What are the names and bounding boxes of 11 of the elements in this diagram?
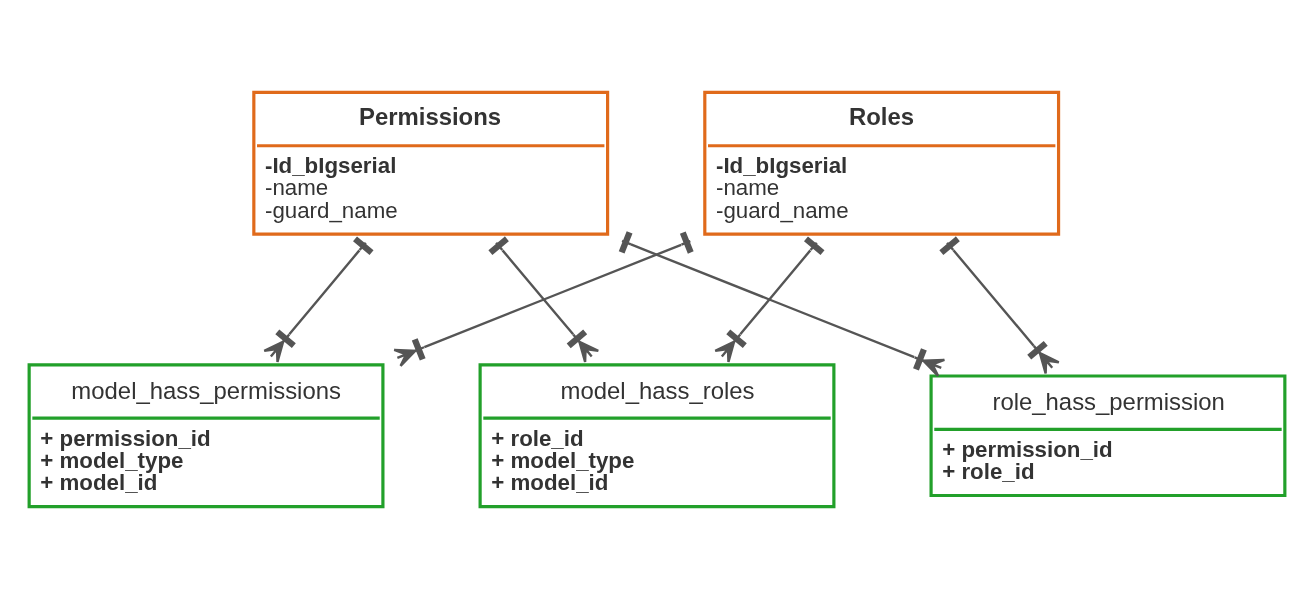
connector: [618, 230, 946, 377]
connector: [939, 235, 1060, 375]
connector: [263, 235, 374, 363]
connector: [393, 230, 694, 367]
node-box: Permissions -Id_bIgserial -name -guard_name: [252, 90, 610, 236]
connector: [714, 235, 825, 363]
node-box: Roles -Id_bIgserial -name -guard_name: [703, 90, 1061, 236]
connector: [488, 235, 600, 363]
node-box: role_hass_permission + permission_id + role_id: [929, 373, 1287, 497]
node-box: model_hass_roles + role_id + model_type + model_id: [478, 362, 836, 508]
node-box: model_hass_permissions + permission_id + model_type + model_id: [27, 362, 385, 508]
